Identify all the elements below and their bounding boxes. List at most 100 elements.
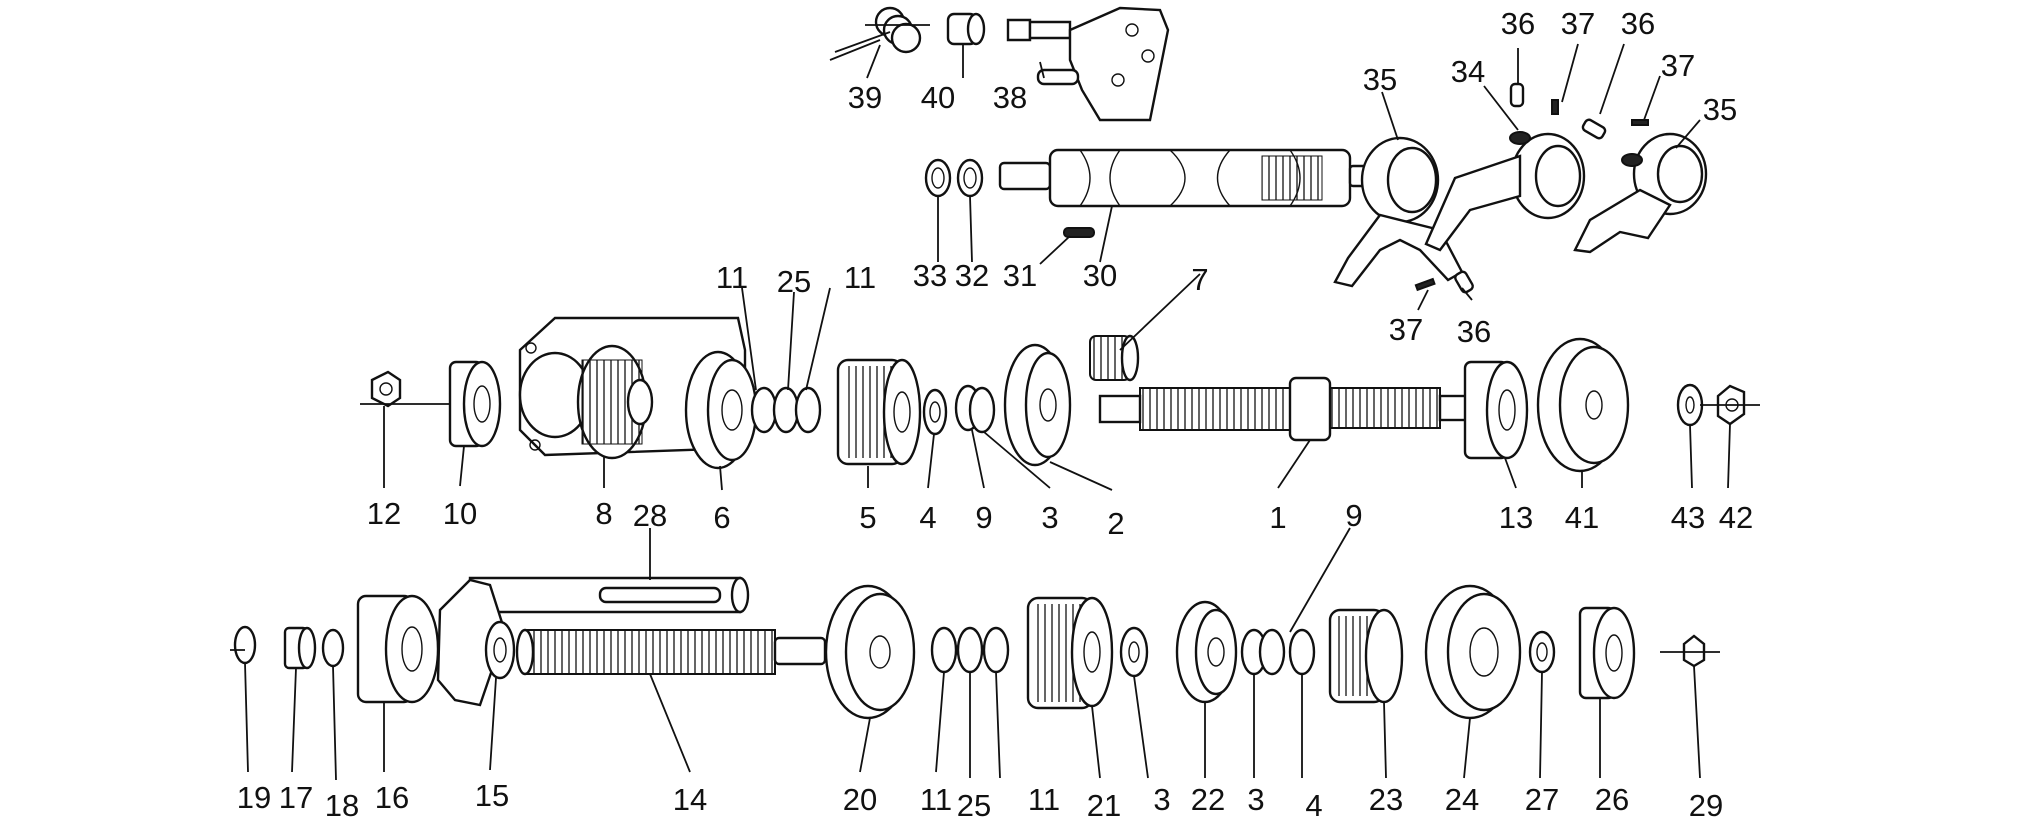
pin-31 — [1063, 227, 1095, 238]
callout-42: 42 — [1719, 500, 1753, 535]
selector-fork-35-right — [1573, 132, 1708, 254]
callout-17: 17 — [279, 780, 313, 815]
callout-39: 39 — [848, 80, 882, 115]
callout-35-right: 35 — [1703, 92, 1737, 127]
callout-38: 38 — [993, 80, 1027, 115]
callout-26: 26 — [1595, 782, 1629, 817]
needle-bearing-7 — [1089, 334, 1140, 382]
callout-36-b: 36 — [1621, 6, 1655, 41]
washer-33 — [924, 158, 952, 198]
gear-21 — [1026, 596, 1114, 710]
selector-fork-34 — [1424, 131, 1586, 252]
washer-18 — [321, 628, 345, 668]
callout-3-upper: 3 — [1041, 500, 1058, 535]
callout-4-upper: 4 — [919, 500, 936, 535]
gear-2 — [1003, 343, 1072, 467]
callout-15: 15 — [475, 778, 509, 813]
washers-11-25-11-lower — [930, 626, 1010, 674]
callout-8: 8 — [595, 496, 612, 531]
callout-2: 2 — [1107, 506, 1124, 541]
callout-11-upper-a: 11 — [716, 260, 748, 295]
washer-32 — [956, 158, 984, 198]
callout-24: 24 — [1445, 782, 1479, 817]
callout-13: 13 — [1499, 500, 1533, 535]
callout-37-b: 37 — [1661, 48, 1695, 83]
fork-pins-36-37 — [1414, 82, 1649, 294]
callout-29: 29 — [1689, 788, 1723, 822]
gear-23 — [1328, 608, 1404, 704]
callout-16: 16 — [375, 780, 409, 815]
callout-14: 14 — [673, 782, 707, 817]
bearing-10 — [448, 360, 502, 448]
callout-1: 1 — [1269, 500, 1286, 535]
callout-35-left: 35 — [1363, 62, 1397, 97]
callout-43: 43 — [1671, 500, 1705, 535]
callout-18: 18 — [325, 788, 359, 822]
gear-24 — [1424, 584, 1522, 720]
circlip-19 — [233, 625, 257, 665]
callout-11-lower-a: 11 — [920, 782, 952, 817]
callout-41: 41 — [1565, 500, 1599, 535]
gear-20 — [824, 584, 916, 720]
callout-34: 34 — [1451, 54, 1485, 89]
selector-drum-30 — [998, 148, 1402, 208]
selector-plate-38 — [1006, 6, 1170, 122]
callout-10: 10 — [443, 496, 477, 531]
callout-36-c: 36 — [1457, 314, 1491, 349]
nut-12 — [370, 370, 402, 408]
gear-8 — [576, 344, 654, 460]
bearing-26 — [1578, 606, 1636, 700]
washers-3-9-4-lower — [1240, 628, 1316, 676]
callout-6: 6 — [713, 500, 730, 535]
callout-9-lower: 9 — [1345, 498, 1362, 533]
callout-7: 7 — [1191, 262, 1208, 297]
callout-28: 28 — [633, 498, 667, 533]
callout-36-a: 36 — [1501, 6, 1535, 41]
callout-31: 31 — [1003, 258, 1037, 293]
callout-20: 20 — [843, 782, 877, 817]
washer-43 — [1676, 383, 1704, 427]
washers-11-25-11-upper — [750, 386, 822, 434]
callout-22: 22 — [1191, 782, 1225, 817]
gear-6 — [684, 350, 758, 470]
washer-4-upper — [922, 388, 948, 436]
shaft-28 — [468, 576, 750, 614]
callout-11-upper-b: 11 — [844, 260, 876, 295]
bearing-13 — [1463, 360, 1529, 460]
callout-37-a: 37 — [1561, 6, 1595, 41]
selector-spring-39 — [829, 6, 930, 61]
layshaft-14 — [515, 628, 827, 676]
nut-17 — [283, 626, 317, 670]
gear-41 — [1536, 337, 1630, 473]
callout-11-lower-b: 11 — [1028, 782, 1060, 817]
callout-3-lower-b: 3 — [1247, 782, 1264, 817]
callout-27: 27 — [1525, 782, 1559, 817]
nut-29 — [1682, 634, 1706, 668]
plate-and-seal-15 — [436, 578, 516, 707]
callout-5: 5 — [859, 500, 876, 535]
callout-40: 40 — [921, 80, 955, 115]
callout-25-lower: 25 — [957, 788, 991, 822]
callout-9-upper: 9 — [975, 500, 992, 535]
callout-3-lower-a: 3 — [1153, 782, 1170, 817]
callout-12: 12 — [367, 496, 401, 531]
callout-25-upper: 25 — [777, 264, 811, 299]
washer-27 — [1528, 630, 1556, 674]
callout-30: 30 — [1083, 258, 1117, 293]
washers-9-3-upper — [954, 384, 996, 434]
gear-5 — [836, 358, 922, 466]
callout-32: 32 — [955, 258, 989, 293]
bearing-16 — [356, 594, 440, 704]
callout-19: 19 — [237, 780, 271, 815]
callout-labels: 39 40 38 35 34 36 37 36 37 35 33 32 31 3… — [237, 6, 1753, 822]
callout-23: 23 — [1369, 782, 1403, 817]
washer-3-lower — [1119, 626, 1149, 678]
gear-22 — [1175, 600, 1238, 704]
leader-lines — [230, 43, 1760, 781]
callout-4-lower: 4 — [1305, 788, 1322, 822]
main-shaft-1 — [1098, 376, 1472, 442]
callout-37-c: 37 — [1389, 312, 1423, 347]
bushing-40 — [946, 12, 986, 46]
callout-21: 21 — [1087, 788, 1121, 822]
